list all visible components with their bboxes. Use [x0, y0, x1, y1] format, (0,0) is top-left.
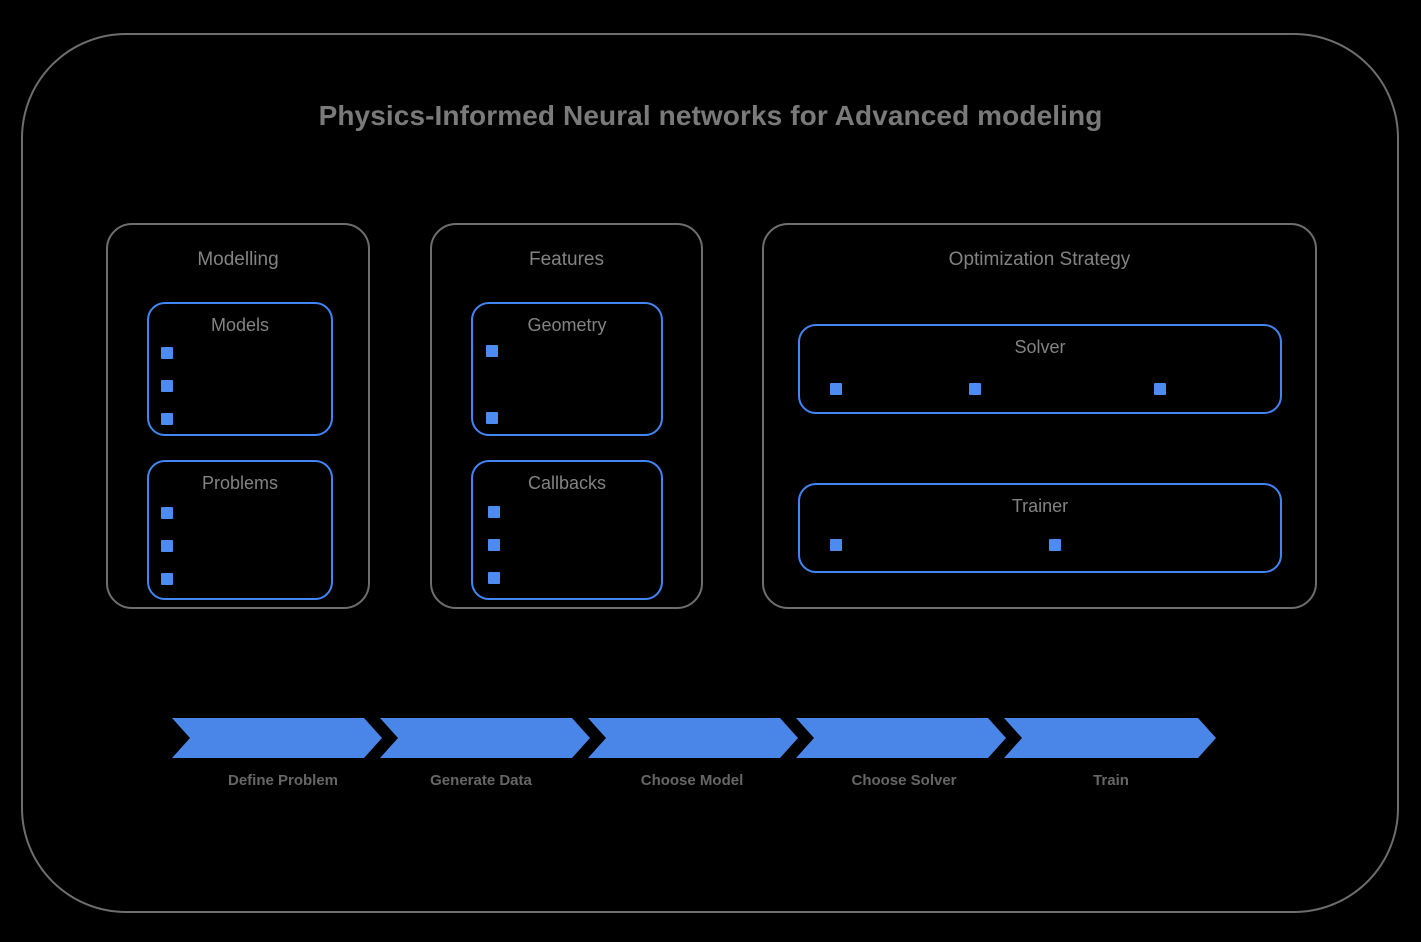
group-title-features: Features	[529, 249, 604, 270]
sub-box-title-callbacks: Callbacks	[527, 473, 607, 493]
sub-box-title-problems: Problems	[201, 473, 279, 493]
sub-box-problems[interactable]: Problems	[147, 460, 333, 600]
cube-marker-callbacks-1	[488, 504, 502, 518]
cube-marker-solver-2	[969, 381, 983, 395]
cube-front-face	[1154, 383, 1166, 395]
cube-front-face	[488, 539, 500, 551]
cube-marker-callbacks-2	[488, 537, 502, 551]
cube-marker-trainer-2	[1049, 537, 1063, 551]
cube-marker-trainer-1	[830, 537, 844, 551]
sub-box-title-trainer: Trainer	[1011, 496, 1069, 516]
cube-front-face	[486, 345, 498, 357]
sub-box-trainer[interactable]: Trainer	[798, 483, 1282, 573]
cube-front-face	[161, 507, 173, 519]
group-panel-optimization-strategy: Optimization Strategy	[762, 223, 1317, 609]
pipeline-step-label-1: Define Problem	[227, 772, 339, 789]
sub-box-title-models: Models	[210, 315, 270, 335]
pipeline-chevron-3[interactable]	[588, 718, 798, 758]
cube-marker-models-2	[161, 378, 175, 392]
pipeline-chevron-1[interactable]	[172, 718, 382, 758]
cube-front-face	[161, 347, 173, 359]
cube-marker-geometry-1	[486, 343, 500, 357]
cube-front-face	[161, 573, 173, 585]
cube-marker-problems-3	[161, 571, 175, 585]
pipeline-steps	[172, 718, 1212, 758]
cube-marker-problems-2	[161, 538, 175, 552]
cube-front-face	[488, 506, 500, 518]
cube-marker-problems-1	[161, 505, 175, 519]
group-panel-modelling: Modelling	[106, 223, 370, 609]
group-title-optimization-strategy: Optimization Strategy	[948, 249, 1131, 270]
cube-front-face	[488, 572, 500, 584]
sub-box-models[interactable]: Models	[147, 302, 333, 436]
cube-front-face	[161, 413, 173, 425]
pipeline-step-label-4: Choose Solver	[851, 772, 957, 789]
cube-front-face	[161, 380, 173, 392]
pipeline-chevron-2[interactable]	[380, 718, 590, 758]
page-title: Physics-Informed Neural networks for Adv…	[318, 100, 1103, 131]
pipeline-chevron-4[interactable]	[796, 718, 1006, 758]
cube-marker-geometry-2	[486, 410, 500, 424]
cube-front-face	[161, 540, 173, 552]
cube-front-face	[1049, 539, 1061, 551]
cube-marker-models-3	[161, 411, 175, 425]
cube-marker-solver-3	[1154, 381, 1168, 395]
diagram-outer-frame	[21, 33, 1399, 913]
cube-marker-solver-1	[830, 381, 844, 395]
sub-box-solver[interactable]: Solver	[798, 324, 1282, 414]
sub-box-callbacks[interactable]: Callbacks	[471, 460, 663, 600]
pipeline-chevron-5[interactable]	[1004, 718, 1216, 758]
pipeline-step-label-3: Choose Model	[640, 772, 744, 789]
pipeline-step-label-5: Train	[1093, 772, 1129, 789]
cube-marker-callbacks-3	[488, 570, 502, 584]
pipeline-step-label-2: Generate Data	[430, 772, 532, 789]
cube-marker-models-1	[161, 345, 175, 359]
group-panel-features: Features	[430, 223, 703, 609]
cube-front-face	[830, 539, 842, 551]
sub-box-title-solver: Solver	[1014, 337, 1066, 357]
cube-front-face	[486, 412, 498, 424]
sub-box-geometry[interactable]: Geometry	[471, 302, 663, 436]
sub-box-title-geometry: Geometry	[527, 315, 607, 335]
cube-front-face	[969, 383, 981, 395]
group-title-modelling: Modelling	[197, 249, 279, 270]
cube-front-face	[830, 383, 842, 395]
